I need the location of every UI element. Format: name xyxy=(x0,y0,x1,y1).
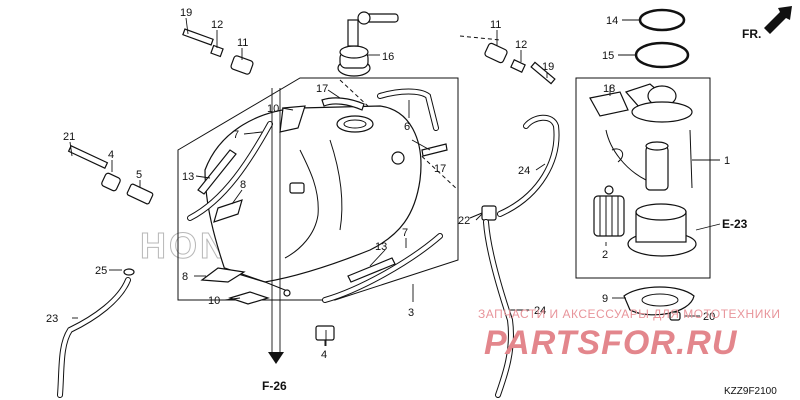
label-13-left: 13 xyxy=(182,171,194,183)
label-24-lower: 24 xyxy=(534,305,546,317)
pump-body xyxy=(605,129,693,191)
label-17-right: 17 xyxy=(434,163,446,175)
strip-17-right xyxy=(421,143,448,157)
ref-f26: F-26 xyxy=(262,379,287,393)
pad-13-left xyxy=(197,149,237,195)
label-6: 6 xyxy=(404,121,410,133)
fuel-pump-frame xyxy=(575,77,711,279)
strip-17-top xyxy=(321,97,365,111)
strip-13-lower xyxy=(347,257,396,283)
filter-2 xyxy=(593,185,625,237)
label-16: 16 xyxy=(382,51,394,63)
label-1: 1 xyxy=(724,155,730,167)
diagram-code: KZZ9F2100 xyxy=(724,386,777,397)
label-19-right: 19 xyxy=(542,61,554,73)
label-11-left: 11 xyxy=(237,37,248,49)
bolt-group-left xyxy=(182,28,254,75)
label-20: 20 xyxy=(703,311,715,323)
fuel-tank xyxy=(204,105,422,297)
bolt-4-lower xyxy=(315,325,335,346)
label-12-left: 12 xyxy=(211,19,223,31)
pad-8-upper xyxy=(213,199,243,223)
label-5: 5 xyxy=(136,169,142,181)
gasket-15 xyxy=(634,41,690,69)
pump-top-18 xyxy=(589,83,693,123)
label-13-lower: 13 xyxy=(375,241,387,253)
joint-22 xyxy=(469,205,497,221)
direction-label: FR. xyxy=(742,27,761,41)
label-14: 14 xyxy=(606,15,618,27)
retainer-plate-9 xyxy=(623,286,695,321)
label-3: 3 xyxy=(408,307,414,319)
direction-arrow xyxy=(764,6,792,34)
part-labels: 19 12 11 16 10 17 7 6 21 4 5 8 13 17 7 1… xyxy=(46,7,730,361)
clip-25 xyxy=(123,268,135,276)
gasket-14 xyxy=(638,8,686,32)
ref-e23: E-23 xyxy=(722,217,748,231)
watermark-line2: PARTSFOR.RU xyxy=(484,324,738,362)
label-7-lower: 7 xyxy=(402,227,408,239)
label-23: 23 xyxy=(46,313,58,325)
left-bolt-group xyxy=(67,145,154,205)
label-11-right: 11 xyxy=(490,19,501,31)
label-21: 21 xyxy=(63,131,75,143)
pad-8-lower xyxy=(200,267,246,283)
f26-arrows xyxy=(268,88,284,364)
label-17-top: 17 xyxy=(316,83,328,95)
filler-cap-16 xyxy=(337,11,399,77)
label-22: 22 xyxy=(458,215,470,227)
leader-lines xyxy=(69,17,721,346)
pump-base xyxy=(627,203,697,257)
label-24-upper: 24 xyxy=(518,165,530,177)
label-8-upper: 8 xyxy=(240,179,246,191)
pad-10-lower xyxy=(228,291,270,305)
pad-10-top xyxy=(279,105,306,133)
label-15: 15 xyxy=(602,50,614,62)
bolt-group-right xyxy=(484,42,556,85)
label-4-lower: 4 xyxy=(321,349,327,361)
label-10-lower: 10 xyxy=(208,295,220,307)
label-7-left: 7 xyxy=(233,129,239,141)
label-4-left: 4 xyxy=(108,149,114,161)
watermark-line1: ЗАПЧАСТИ И АКСЕССУАРЫ ДЛЯ МОТОТЕХНИКИ xyxy=(478,307,780,321)
label-8-lower: 8 xyxy=(182,271,188,283)
label-18: 18 xyxy=(603,83,615,95)
label-10-top: 10 xyxy=(267,103,279,115)
label-9: 9 xyxy=(602,293,608,305)
label-19-left: 19 xyxy=(180,7,192,19)
label-12-right: 12 xyxy=(515,39,527,51)
label-2: 2 xyxy=(602,249,608,261)
label-25: 25 xyxy=(95,265,107,277)
